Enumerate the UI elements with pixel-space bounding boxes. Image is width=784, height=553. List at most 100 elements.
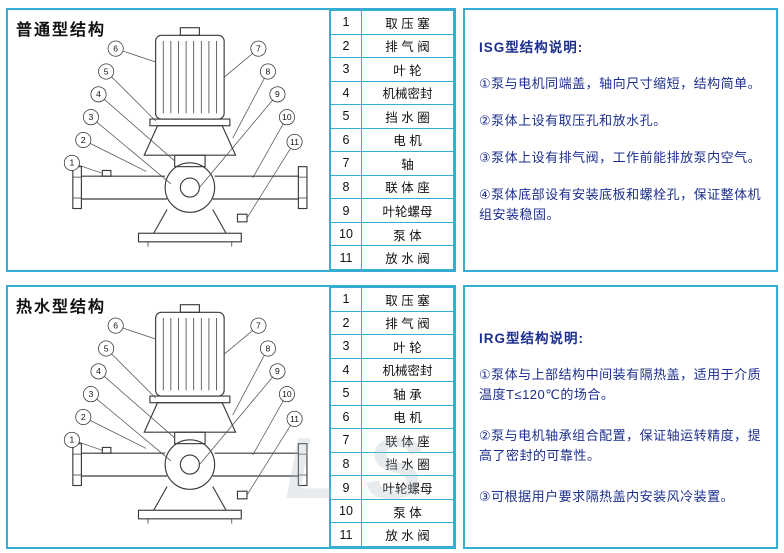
callout: 11 xyxy=(246,133,303,219)
diagram-table-panel: 热水型结构 xyxy=(6,285,456,549)
svg-text:11: 11 xyxy=(290,414,299,424)
callout: 2 xyxy=(75,409,147,449)
pump-diagram: 6 5 4 3 2 xyxy=(63,304,308,524)
part-number: 6 xyxy=(330,404,362,430)
part-name: 排 气 阀 xyxy=(361,310,454,336)
svg-text:8: 8 xyxy=(266,343,271,353)
callout: 7 xyxy=(223,317,267,355)
motor-fins xyxy=(162,318,217,391)
part-name: 叶 轮 xyxy=(361,57,454,82)
svg-text:7: 7 xyxy=(256,44,261,54)
part-name: 放 水 阀 xyxy=(361,522,454,547)
drain-valve xyxy=(236,490,248,500)
svg-text:4: 4 xyxy=(96,366,101,376)
note-line: ②泵与电机轴承组合配置，保证轴运转精度，提高了密封的可靠性。 xyxy=(479,428,762,463)
part-name: 叶轮螺母 xyxy=(361,198,454,223)
volute xyxy=(164,162,216,213)
part-number: 1 xyxy=(330,10,362,35)
svg-text:11: 11 xyxy=(290,137,299,147)
callout: 5 xyxy=(98,340,156,399)
structure-notes: ISG型结构说明: ①泵与电机同端盖，轴向尺寸缩短，结构简单。②泵体上设有取压孔… xyxy=(465,10,776,225)
part-number: 3 xyxy=(330,57,362,82)
motor-top-cap xyxy=(179,27,200,36)
callout: 10 xyxy=(252,109,295,179)
notes-title: IRG型结构说明: xyxy=(479,331,584,346)
diagram-table-panel: 普通型结构 xyxy=(6,8,456,272)
structure-notes-box: IRG型结构说明: ①泵体与上部结构中间装有隔热盖，适用于介质温度T≤120℃的… xyxy=(463,285,778,549)
svg-text:6: 6 xyxy=(113,321,118,331)
pressure-plug xyxy=(101,446,112,454)
drain-valve xyxy=(236,213,248,223)
svg-text:9: 9 xyxy=(275,89,280,99)
callout: 6 xyxy=(107,317,156,340)
part-number: 11 xyxy=(330,522,362,547)
svg-text:8: 8 xyxy=(266,66,271,76)
part-name: 排 气 阀 xyxy=(361,33,454,59)
motor-flange xyxy=(149,118,231,127)
part-number: 3 xyxy=(330,334,362,359)
svg-text:10: 10 xyxy=(282,112,292,122)
notes-lines: ①泵体与上部结构中间装有隔热盖，适用于介质温度T≤120℃的场合。②泵与电机轴承… xyxy=(479,365,762,507)
svg-text:1: 1 xyxy=(70,158,75,168)
svg-text:3: 3 xyxy=(89,112,94,122)
part-name: 联 体 座 xyxy=(361,428,454,453)
part-number: 5 xyxy=(330,104,362,129)
part-number: 11 xyxy=(330,245,362,270)
pressure-plug xyxy=(101,169,112,177)
svg-text:4: 4 xyxy=(96,89,101,99)
part-name: 轴 承 xyxy=(361,381,454,406)
callout: 5 xyxy=(98,63,156,122)
part-name: 取 压 塞 xyxy=(361,10,454,35)
note-line: ③泵体上设有排气阀，工作前能排放泵内空气。 xyxy=(479,150,762,165)
part-name: 挡 水 圈 xyxy=(361,104,454,129)
left-pipe-flange xyxy=(72,443,82,487)
part-number: 4 xyxy=(330,80,362,106)
section-normal-type: 普通型结构 xyxy=(6,8,778,272)
callout: 11 xyxy=(246,410,303,496)
left-pipe-flange xyxy=(72,166,82,210)
pipe-lines xyxy=(81,175,299,200)
part-number: 4 xyxy=(330,357,362,383)
base-plate xyxy=(137,509,242,520)
structure-notes: IRG型结构说明: ①泵体与上部结构中间装有隔热盖，适用于介质温度T≤120℃的… xyxy=(465,287,776,507)
svg-text:9: 9 xyxy=(275,366,280,376)
callout: 6 xyxy=(107,40,156,63)
motor-top-cap xyxy=(179,304,200,313)
part-name: 取 压 塞 xyxy=(361,287,454,312)
part-number: 1 xyxy=(330,287,362,312)
volute xyxy=(164,439,216,490)
part-name: 机械密封 xyxy=(361,80,454,106)
motor-body xyxy=(155,34,225,120)
part-number: 6 xyxy=(330,127,362,153)
svg-text:2: 2 xyxy=(81,135,86,145)
part-number: 8 xyxy=(330,174,362,200)
diagram-area: 热水型结构 xyxy=(8,287,329,547)
notes-lines: ①泵与电机同端盖，轴向尺寸缩短，结构简单。②泵体上设有取压孔和放水孔。③泵体上设… xyxy=(479,74,762,225)
part-number: 9 xyxy=(330,475,362,500)
callout: 1 xyxy=(63,154,103,174)
part-name: 电 机 xyxy=(361,404,454,430)
callout: 7 xyxy=(223,40,267,78)
part-name: 叶轮螺母 xyxy=(361,475,454,500)
callout: 4 xyxy=(90,363,175,439)
notes-title: ISG型结构说明: xyxy=(479,40,584,55)
section-hot-water-type: 热水型结构 xyxy=(6,285,778,549)
callout: 10 xyxy=(252,386,295,456)
part-number: 2 xyxy=(330,310,362,336)
part-name: 联 体 座 xyxy=(361,174,454,200)
part-name: 挡 水 圈 xyxy=(361,451,454,477)
note-line: ④泵体底部设有安装底板和螺栓孔，保证整体机组安装稳固。 xyxy=(479,187,762,222)
